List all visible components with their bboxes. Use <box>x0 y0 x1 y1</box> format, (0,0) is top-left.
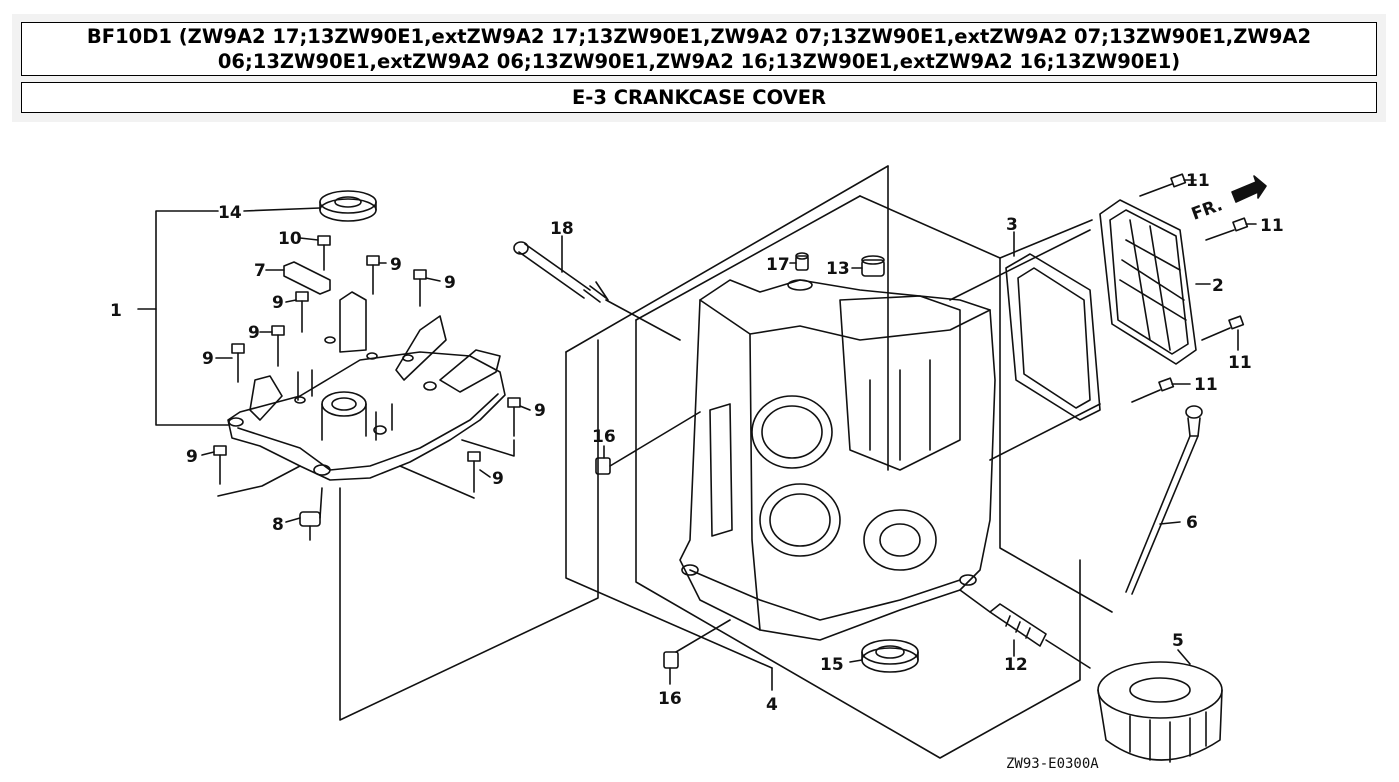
bolt-9-a <box>231 343 245 383</box>
dowel-16-lower <box>663 651 679 669</box>
callout-9-c: 9 <box>248 323 260 343</box>
callout-6: 6 <box>1186 513 1198 533</box>
stud-12 <box>989 603 1047 647</box>
direction-arrow-icon <box>1231 175 1267 203</box>
callout-11-c: 11 <box>1228 353 1252 373</box>
callout-14: 14 <box>218 203 242 223</box>
callout-18: 18 <box>550 219 574 239</box>
bolt-9-h <box>467 451 481 493</box>
callout-9-d: 9 <box>390 255 402 275</box>
callout-12: 12 <box>1004 655 1028 675</box>
callout-2: 2 <box>1212 276 1224 296</box>
callout-11-b: 11 <box>1260 216 1284 236</box>
dowel-17 <box>795 252 809 271</box>
callout-7: 7 <box>254 261 266 281</box>
bolt-9-b <box>295 291 309 333</box>
stud-bolt-18 <box>513 241 609 303</box>
callout-3: 3 <box>1006 215 1018 235</box>
callout-9-f: 9 <box>534 401 546 421</box>
dipstick-6 <box>1125 405 1203 595</box>
bolt-11-c <box>1201 315 1245 341</box>
cylinder-block-4 <box>679 279 996 641</box>
bolt-10 <box>317 235 331 271</box>
bolt-9-d <box>366 255 380 295</box>
bracket-item-1 <box>155 210 229 426</box>
bolt-9-f <box>507 397 521 437</box>
direction-label: FR. <box>1189 195 1225 225</box>
callout-17: 17 <box>766 255 790 275</box>
bolt-9-e <box>413 269 427 307</box>
callout-8: 8 <box>272 515 284 535</box>
bolt-11-a <box>1139 173 1187 197</box>
callout-16-lower: 16 <box>658 689 682 709</box>
callout-9-a: 9 <box>202 349 214 369</box>
oil-seal-15 <box>861 639 919 673</box>
callout-9-g: 9 <box>186 447 198 467</box>
crankcase-cover-1 <box>227 291 506 481</box>
sensor-8 <box>299 487 323 541</box>
oil-filter-5 <box>1097 661 1223 763</box>
callout-11-d: 11 <box>1194 375 1218 395</box>
bolt-9-c <box>271 325 285 367</box>
callout-4: 4 <box>766 695 778 715</box>
callout-16-upper: 16 <box>592 427 616 447</box>
callout-9-b: 9 <box>272 293 284 313</box>
bolt-9-g <box>213 445 227 485</box>
bolt-11-d <box>1131 377 1175 403</box>
bolt-11-b <box>1205 217 1249 241</box>
callout-10: 10 <box>278 229 302 249</box>
page-title: BF10D1 (ZW9A2 17;13ZW90E1,extZW9A2 17;13… <box>21 22 1377 76</box>
callout-1: 1 <box>110 301 122 321</box>
callout-9-e: 9 <box>444 273 456 293</box>
oil-seal-14 <box>319 190 377 222</box>
callout-9-h: 9 <box>492 469 504 489</box>
callout-11-a: 11 <box>1186 171 1210 191</box>
callout-15: 15 <box>820 655 844 675</box>
gasket-3 <box>1005 253 1101 421</box>
plate-7 <box>283 261 331 295</box>
cover-2 <box>1099 199 1197 365</box>
callout-5: 5 <box>1172 631 1184 651</box>
callout-13: 13 <box>826 259 850 279</box>
cap-13 <box>861 255 885 277</box>
section-title: E-3 CRANKCASE COVER <box>21 82 1377 113</box>
drawing-code: ZW93-E0300A <box>1006 756 1099 772</box>
header: BF10D1 (ZW9A2 17;13ZW90E1,extZW9A2 17;13… <box>12 14 1386 122</box>
